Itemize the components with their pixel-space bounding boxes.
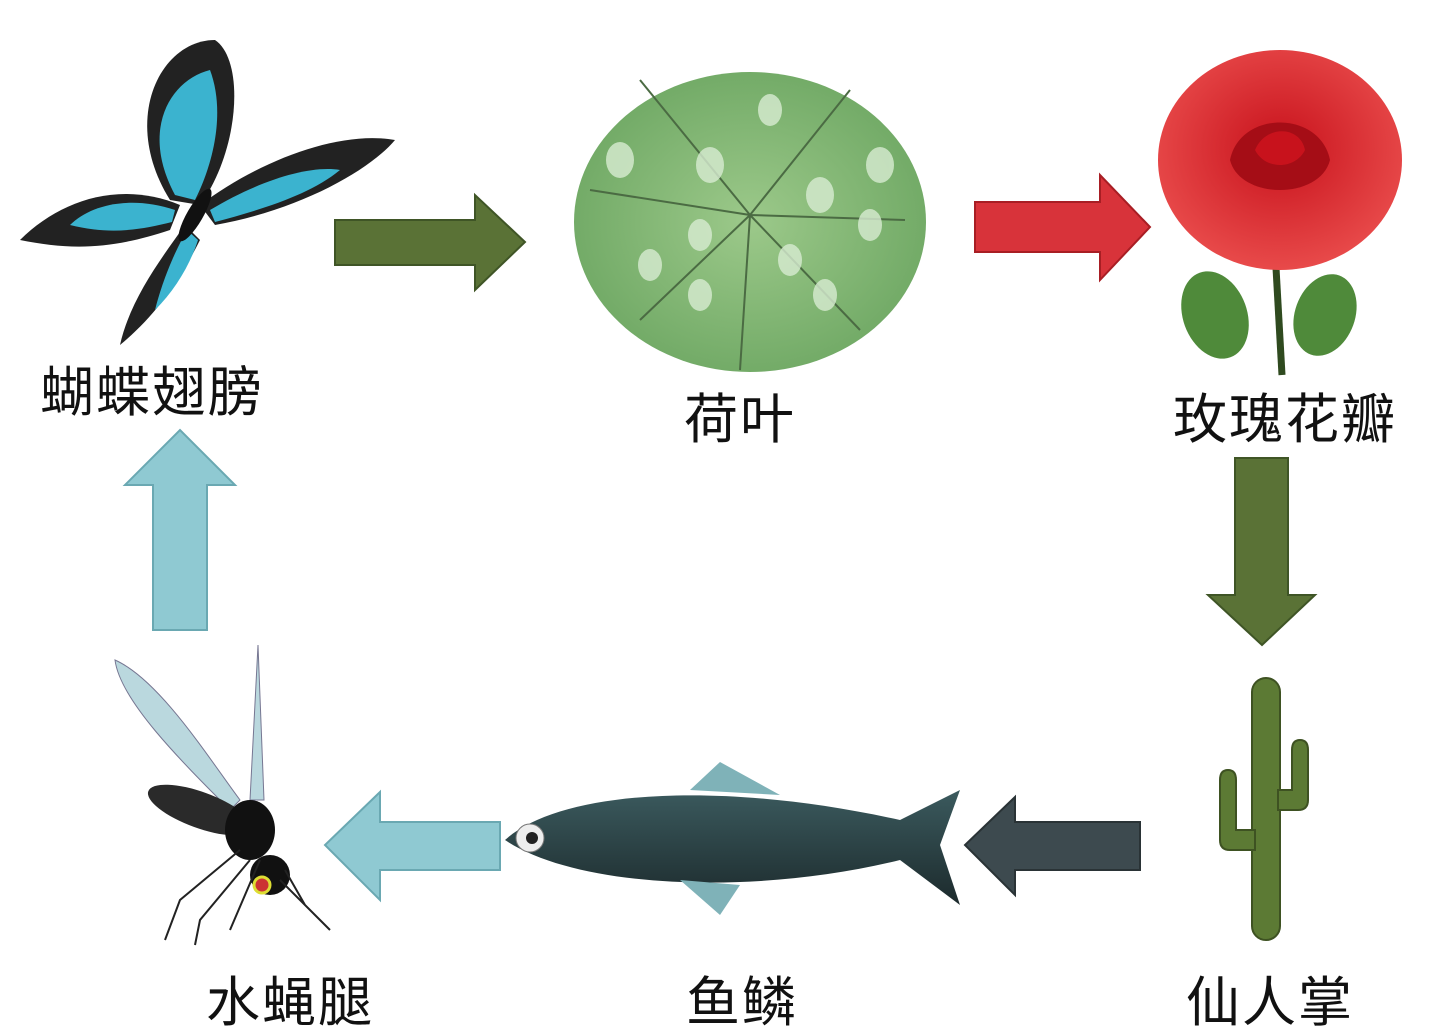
arrow-left-dark [963, 794, 1141, 898]
lotus-leaf-image [574, 72, 926, 372]
butterfly-image [20, 40, 395, 345]
label-lotus-leaf: 荷叶 [684, 388, 796, 451]
label-water-strider-leg: 水蝇腿 [206, 971, 374, 1031]
arrow-left-light-blue [323, 789, 501, 903]
arrow-right-red [974, 172, 1152, 283]
cactus-image [1219, 677, 1309, 941]
fish-image [505, 762, 960, 915]
label-butterfly-wing: 蝴蝶翅膀 [40, 361, 264, 424]
label-rose-petal: 玫瑰花瓣 [1173, 388, 1397, 451]
arrow-up-light-blue [122, 428, 238, 631]
arrow-right-green [334, 192, 527, 293]
water-strider-image [114, 644, 331, 946]
arrow-down-green [1205, 457, 1318, 647]
rose-image [1158, 50, 1402, 376]
label-fish-scale: 鱼鳞 [686, 971, 798, 1031]
label-cactus: 仙人掌 [1186, 971, 1354, 1031]
